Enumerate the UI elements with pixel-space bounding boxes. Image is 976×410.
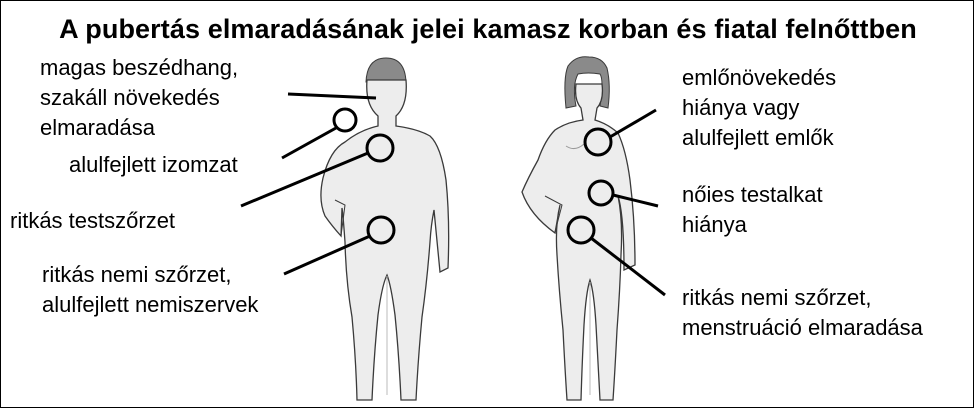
male-hair <box>366 58 406 82</box>
label-line: ritkás testszőrzet <box>10 206 175 236</box>
label-line: nőies testalkat <box>682 180 823 210</box>
label-breast: emlőnövekedés hiánya vagy alulfejlett em… <box>682 63 836 153</box>
label-line: ritkás nemi szőrzet, <box>682 283 923 313</box>
label-muscle: alulfejlett izomzat <box>69 150 238 180</box>
label-feminine-shape: nőies testalkat hiánya <box>682 180 823 240</box>
callout-circle-shoulder <box>334 109 356 131</box>
male-body <box>321 80 449 400</box>
label-pubic-male: ritkás nemi szőrzet, alulfejlett nemisze… <box>42 260 258 320</box>
label-line: menstruáció elmaradása <box>682 313 923 343</box>
female-figure <box>522 57 635 400</box>
label-line: hiánya vagy <box>682 93 836 123</box>
label-line: hiánya <box>682 210 823 240</box>
label-line: alulfejlett izomzat <box>69 150 238 180</box>
label-pubic-female: ritkás nemi szőrzet, menstruáció elmarad… <box>682 283 923 343</box>
label-line: alulfejlett nemiszervek <box>42 290 258 320</box>
label-line: emlőnövekedés <box>682 63 836 93</box>
callout-line-voice <box>288 94 376 98</box>
label-line: magas beszédhang, <box>40 53 238 83</box>
callout-line-muscle <box>282 128 336 158</box>
label-line: szakáll növekedés <box>40 83 238 113</box>
label-voice-beard: magas beszédhang, szakáll növekedés elma… <box>40 53 238 143</box>
label-line: alulfejlett emlők <box>682 123 836 153</box>
label-line: ritkás nemi szőrzet, <box>42 260 258 290</box>
label-line: elmaradása <box>40 113 238 143</box>
label-body-hair: ritkás testszőrzet <box>10 206 175 236</box>
callout-line-breast <box>610 110 656 137</box>
